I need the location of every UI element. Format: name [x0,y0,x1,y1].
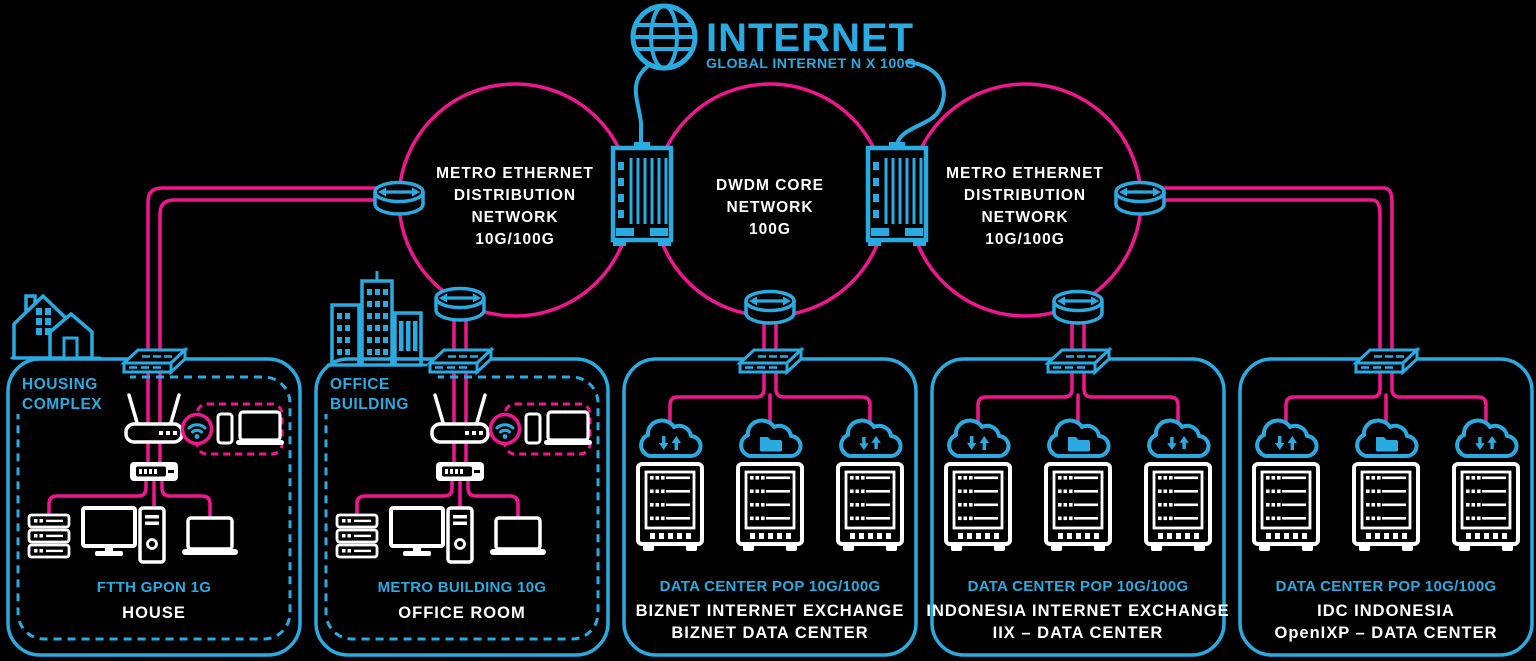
cloud-folder-icon [739,418,803,459]
server-rack-icon [1252,462,1320,553]
svg-text:DISTRIBUTION: DISTRIBUTION [454,187,576,204]
svg-text:IIX – DATA CENTER: IIX – DATA CENTER [993,624,1164,642]
laptop-icon [488,516,548,557]
laptop-icon [180,516,240,557]
internet-subtitle: GLOBAL INTERNET N X 100G [706,56,916,72]
laptop-icon [236,410,284,445]
switch-icon-biznet-dc [738,348,803,374]
cloud-sync-icon [1455,418,1519,459]
router-icon-metro-right-bottom [1052,289,1104,325]
svg-text:COMPLEX: COMPLEX [22,396,102,413]
server-rack-icon [944,462,1012,553]
phone-icon [524,412,542,445]
monitor-icon [81,506,137,558]
inner-dashed-border [16,375,292,641]
site-title: BIZNET INTERNET EXCHANGE [636,602,905,620]
router-icon-metro-left-edge [373,180,425,216]
site-label: OFFICE [330,376,390,393]
wifi-icon [488,412,522,446]
server-rack-icon [1044,462,1112,553]
wifi-router-icon [430,393,490,444]
cloud-transfer-icon [639,418,703,459]
cloud-sync-icon [839,418,903,459]
site-title: IDC INDONESIA [1317,602,1455,620]
svg-text:OpenIXP – DATA CENTER: OpenIXP – DATA CENTER [1275,624,1498,642]
wifi-router-icon [124,393,184,444]
desktop-tower-icon [138,506,166,564]
router-icon-metro-right-edge [1114,180,1166,216]
server-rack-icon [836,462,904,553]
link-caption: METRO BUILDING 10G [378,579,547,596]
globe-icon [630,3,698,71]
svg-text:NETWORK: NETWORK [981,209,1068,226]
ring-core-label: DWDM CORE [716,177,824,194]
server-rack-icon [1144,462,1212,553]
internet-link-left [633,64,650,148]
site-title: OFFICE ROOM [398,604,525,622]
internet-title: INTERNET [706,16,914,60]
ring-labels: METRO ETHERNET DISTRIBUTION NETWORK 10G/… [436,165,1104,248]
svg-text:10G/100G: 10G/100G [985,231,1065,248]
site-title: INDONESIA INTERNET EXCHANGE [926,602,1229,620]
site-office-building: OFFICE BUILDING METRO BUILDING 10G OFFIC… [314,269,610,657]
nas-icon [335,513,379,559]
server-rack-icon [736,462,804,553]
link-caption: DATA CENTER POP 10G/100G [968,578,1189,595]
site-label: HOUSING [22,376,98,393]
server-rack-icon [636,462,704,553]
svg-text:NETWORK: NETWORK [471,209,558,226]
inner-dashed-border [324,375,600,641]
site-iix-dc: DATA CENTER POP 10G/100G INDONESIA INTER… [926,357,1229,657]
link-caption: DATA CENTER POP 10G/100G [660,578,881,595]
link-caption: DATA CENTER POP 10G/100G [1276,578,1497,595]
cloud-transfer-icon [947,418,1011,459]
wifi-icon [180,412,214,446]
nas-icon [27,513,71,559]
site-housing-complex: HOUSING COMPLEX FTTH GPON 1G HOUSE [6,294,302,657]
switch-icon-openixp-dc [1354,348,1419,374]
ont-modem-icon [130,462,178,481]
server-rack-icon [1452,462,1520,553]
link-caption: FTTH GPON 1G [97,579,211,596]
site-title: HOUSE [122,604,186,622]
server-rack-icon [1352,462,1420,553]
ring-right-label: METRO ETHERNET [946,165,1104,182]
cloud-folder-icon [1047,418,1111,459]
switch-icon-office [428,348,493,374]
pop-building-icon-left [613,142,671,246]
router-icon-dwdm-bottom [744,289,796,325]
cloud-sync-icon [1147,418,1211,459]
svg-text:BIZNET DATA CENTER: BIZNET DATA CENTER [671,624,868,642]
switch-icon-housing [122,348,187,374]
internet-link-right [895,60,946,148]
svg-text:BUILDING: BUILDING [330,396,409,413]
ont-modem-icon [436,462,484,481]
svg-text:NETWORK: NETWORK [726,199,813,216]
router-icon-metro-left-bottom [434,286,486,322]
house-icon [10,294,102,360]
cloud-folder-icon [1355,418,1419,459]
phone-icon [216,412,234,445]
desktop-tower-icon [446,506,474,564]
svg-text:10G/100G: 10G/100G [475,231,555,248]
laptop-icon [544,410,592,445]
cloud-transfer-icon [1255,418,1319,459]
switch-icon-iix-dc [1046,348,1111,374]
svg-text:DISTRIBUTION: DISTRIBUTION [964,187,1086,204]
monitor-icon [389,506,445,558]
svg-text:100G: 100G [749,221,791,238]
pop-building-icon-right [868,142,926,246]
ring-left-label: METRO ETHERNET [436,165,594,182]
city-icon [326,269,428,367]
